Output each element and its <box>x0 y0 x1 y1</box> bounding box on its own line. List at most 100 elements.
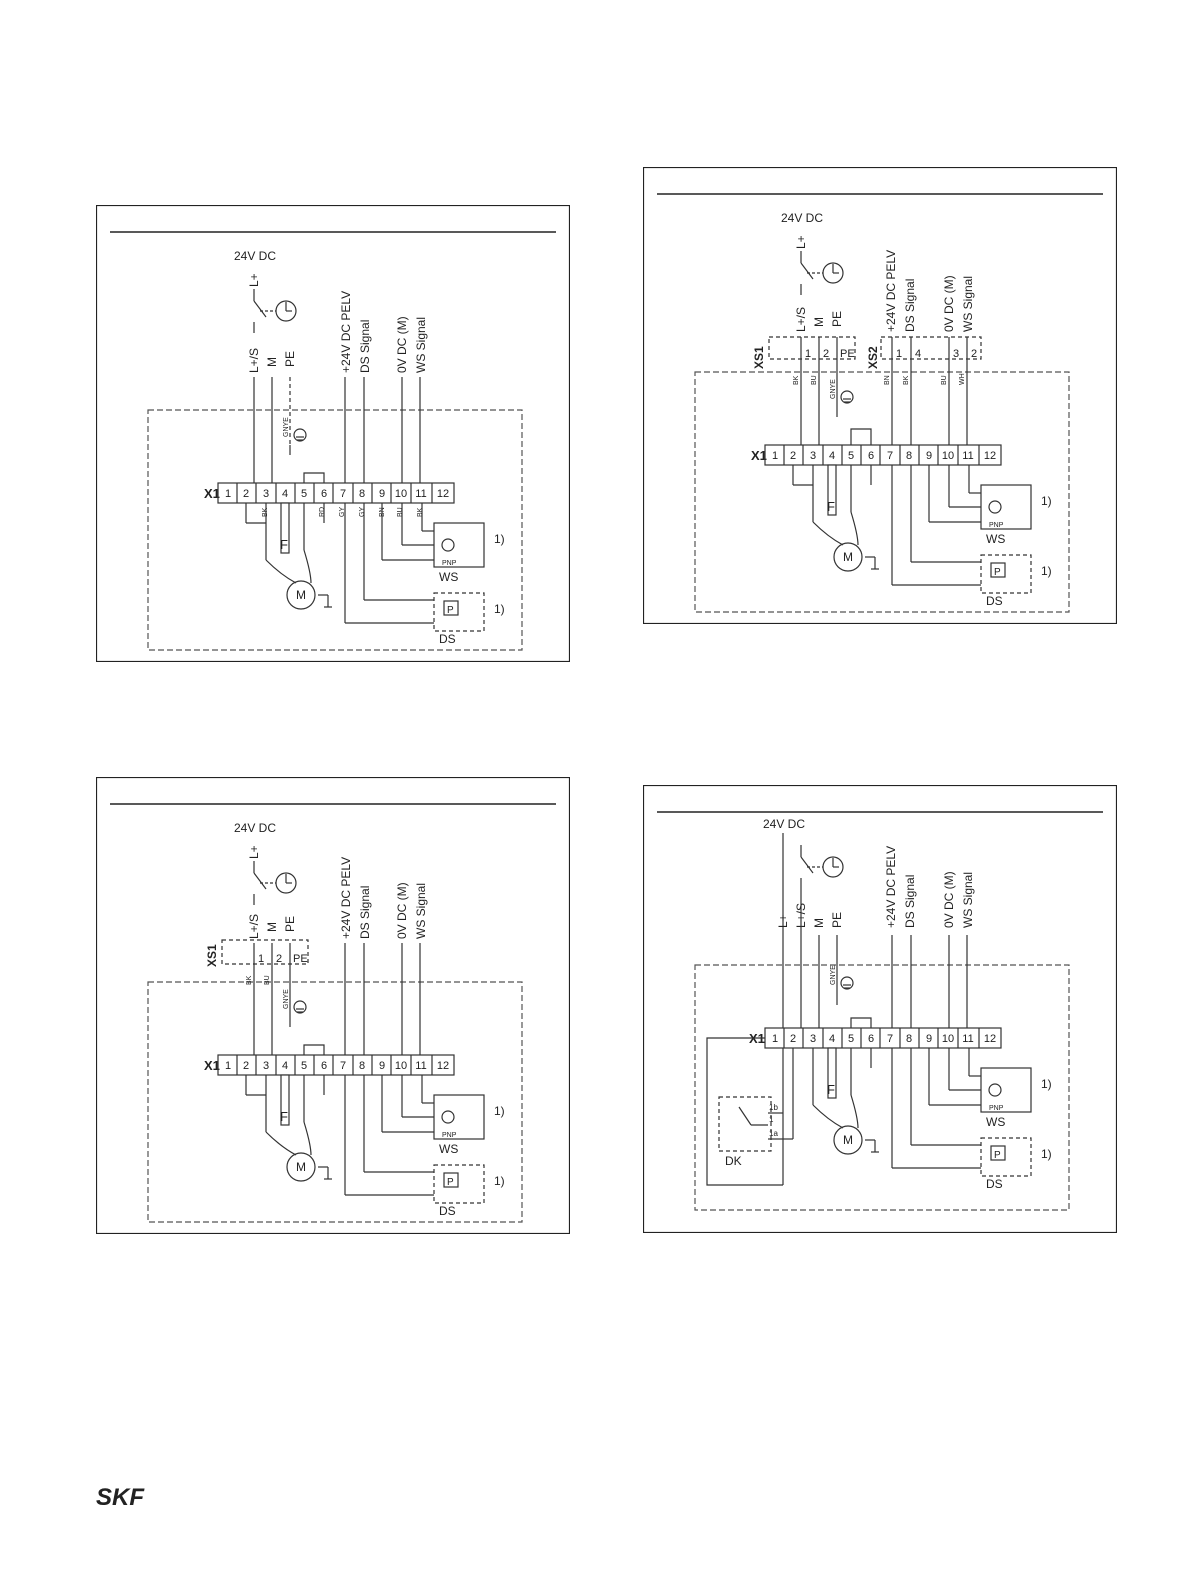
dk-pin-1a: 1a <box>769 1129 778 1138</box>
terminal-2: 2 <box>243 1060 249 1072</box>
ws-sensor <box>980 484 1032 530</box>
label-0v-dc: 0V DC (M) <box>942 871 956 928</box>
wire-color-rd: RD <box>319 507 326 517</box>
motor-symbol <box>286 580 316 610</box>
terminal-11: 11 <box>962 450 973 462</box>
ws-sensor <box>433 522 485 568</box>
xs1-pin-1: 1 <box>805 348 811 360</box>
ds-footnote: 1) <box>1041 564 1052 578</box>
terminal-3: 3 <box>810 1033 816 1045</box>
ws-label: WS <box>439 570 458 584</box>
label-ds-signal: DS Signal <box>903 875 917 928</box>
terminal-7: 7 <box>340 1060 346 1072</box>
terminal-9: 9 <box>926 1033 932 1045</box>
dk-label: DK <box>725 1154 742 1168</box>
label-ls: L+/S <box>247 348 261 373</box>
dk-pin-1: 1 <box>769 1115 774 1124</box>
terminal-block-label: X1 <box>751 448 767 463</box>
terminal-8: 8 <box>906 450 912 462</box>
supply-label: 24V DC <box>234 249 276 263</box>
pnp-label: PNP <box>989 1105 1004 1112</box>
xs1-pin-pe: PE <box>840 348 855 360</box>
wiring-diagram-panel: 24V DC L+ L+/S M PE +24V DC PELV DS Sign… <box>643 167 1117 624</box>
terminal-1: 1 <box>225 1060 231 1072</box>
wiring-diagram-panel: 24V DC L+ L+/S M PE +24V DC PELV DS Sign… <box>643 785 1117 1233</box>
ws-sensor <box>980 1067 1032 1113</box>
wire-color-bu-2: BU <box>941 375 948 385</box>
xs2-pin-2: 2 <box>971 348 977 360</box>
supply-label: 24V DC <box>763 817 805 831</box>
label-0v-dc: 0V DC (M) <box>395 316 409 373</box>
terminal-3: 3 <box>263 488 269 500</box>
label-m: M <box>812 918 826 928</box>
label-ls: L+/S <box>247 914 261 939</box>
wiring-diagram: 24V DC L+ L+/S M PE +24V DC PELV DS Sign… <box>643 785 1117 1233</box>
xs2-connector <box>880 336 982 360</box>
wire-color-bk: BK <box>793 375 800 385</box>
wire-color-bk-2: BK <box>903 375 910 385</box>
ws-footnote: 1) <box>494 1104 505 1118</box>
ds-p-label: P <box>994 567 1001 578</box>
terminal-7: 7 <box>887 450 893 462</box>
terminal-12: 12 <box>437 488 449 500</box>
xs1-pin-pe: PE <box>293 953 308 965</box>
ws-label: WS <box>439 1142 458 1156</box>
skf-logo-text: SKF <box>96 1484 145 1511</box>
wiring-diagram-panel: 24V DC L+ L+/S M PE +24V DC PELV DS Sign… <box>96 205 570 662</box>
wire-color-bu: BU <box>811 375 818 385</box>
xs2-pin-3: 3 <box>953 348 959 360</box>
wire-color-bu: BU <box>397 507 404 517</box>
terminal-block-label: X1 <box>204 1058 220 1073</box>
terminal-8: 8 <box>359 488 365 500</box>
ds-p-label: P <box>994 1150 1001 1161</box>
ds-sensor <box>980 554 1032 594</box>
xs1-pin-2: 2 <box>823 348 829 360</box>
supply-pin-label: L+ <box>247 845 261 859</box>
label-0v-dc: 0V DC (M) <box>942 275 956 332</box>
terminal-11: 11 <box>415 488 426 500</box>
wire-color-wh: WH <box>959 373 966 385</box>
terminal-4: 4 <box>829 450 835 462</box>
supply-pin-label: L+ <box>794 235 808 249</box>
terminal-5: 5 <box>848 450 854 462</box>
wire-color-gy: GY <box>339 507 346 517</box>
terminal-6: 6 <box>868 1033 874 1045</box>
terminal-3: 3 <box>263 1060 269 1072</box>
motor-label: M <box>843 550 853 564</box>
label-pe: PE <box>830 912 844 928</box>
terminal-12: 12 <box>984 1033 996 1045</box>
skf-logo-mark: SKF <box>96 1484 145 1511</box>
xs2-pin-1: 1 <box>896 348 902 360</box>
ds-sensor <box>433 1164 485 1204</box>
dk-pin-1b: 1b <box>769 1103 778 1112</box>
terminal-10: 10 <box>395 488 407 500</box>
label-24v-pelv: +24V DC PELV <box>339 857 353 939</box>
ds-p-label: P <box>447 605 454 616</box>
terminal-9: 9 <box>926 450 932 462</box>
motor-symbol <box>833 542 863 572</box>
label-ds-signal: DS Signal <box>358 320 372 373</box>
motor-label: M <box>296 1160 306 1174</box>
terminal-1: 1 <box>225 488 231 500</box>
fuse-label: F <box>280 537 288 552</box>
ds-sensor <box>980 1137 1032 1177</box>
wire-color-bu: BU <box>264 975 271 985</box>
label-ws-signal: WS Signal <box>414 883 428 939</box>
dk-contact <box>718 1096 772 1152</box>
terminal-4: 4 <box>829 1033 835 1045</box>
terminal-1: 1 <box>772 450 778 462</box>
supply-label: 24V DC <box>781 211 823 225</box>
terminal-1: 1 <box>772 1033 778 1045</box>
ds-label: DS <box>986 1177 1003 1191</box>
terminal-3: 3 <box>810 450 816 462</box>
label-0v-dc: 0V DC (M) <box>395 882 409 939</box>
xs1-label: XS1 <box>205 944 219 967</box>
terminal-11: 11 <box>415 1060 426 1072</box>
ds-sensor <box>433 592 485 632</box>
label-24v-pelv: +24V DC PELV <box>339 291 353 373</box>
wiring-diagram: 24V DC L+ L+/S M PE +24V DC PELV DS Sign… <box>96 205 570 662</box>
terminal-7: 7 <box>340 488 346 500</box>
ws-sensor <box>433 1094 485 1140</box>
label-ds-signal: DS Signal <box>903 279 917 332</box>
label-pe: PE <box>283 916 297 932</box>
